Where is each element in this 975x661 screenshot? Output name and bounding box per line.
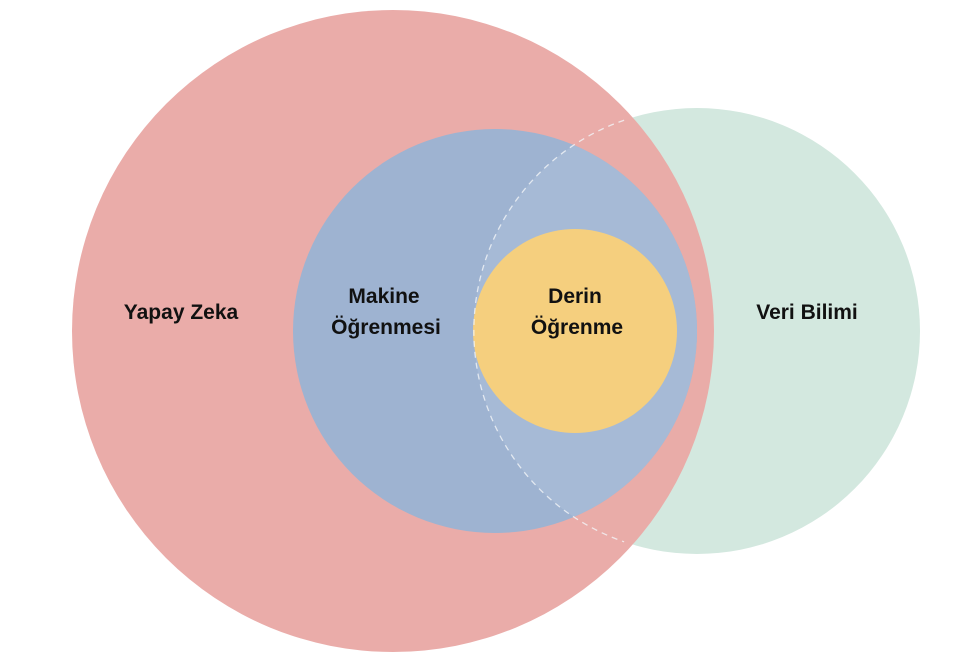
label-derin-line-2: Öğrenme xyxy=(531,316,623,339)
label-makine-line-2: Öğrenmesi xyxy=(331,316,441,339)
circle-derin-ogrenme xyxy=(473,229,677,433)
label-makine-line-1: Makine xyxy=(348,285,419,308)
veri-bilimi-dashed-edge xyxy=(473,119,625,543)
label-derin-line-1: Derin xyxy=(548,285,602,308)
label-yapay-zeka: Yapay Zeka xyxy=(124,301,239,324)
label-veri-bilimi: Veri Bilimi xyxy=(756,301,858,324)
